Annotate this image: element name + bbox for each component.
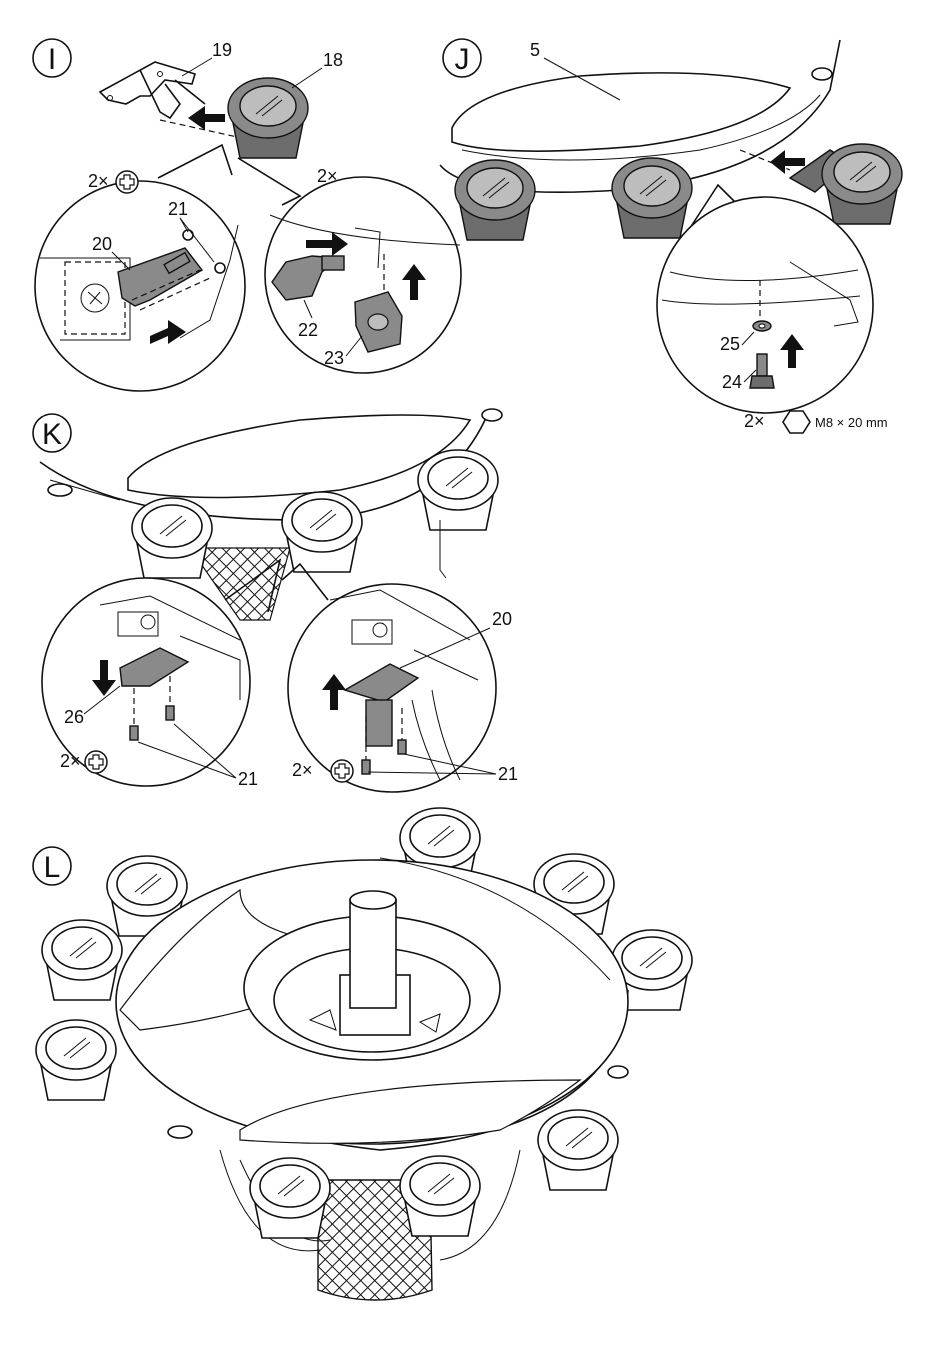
lamp-k-3 [418, 450, 498, 530]
qty-screws-k-right: 2× [292, 760, 313, 780]
lamp-housing-18 [228, 78, 308, 158]
label-22: 22 [298, 320, 318, 340]
lamp-j-2 [612, 158, 692, 238]
label-23: 23 [324, 348, 344, 368]
label-21: 21 [168, 199, 188, 219]
detail-circle-pin [35, 181, 245, 391]
step-l-panel: L [33, 808, 692, 1300]
lamp-k-1 [132, 498, 212, 578]
step-i-panel: I 19 18 [33, 39, 461, 391]
label-20: 20 [92, 234, 112, 254]
hex-bolt-icon [783, 411, 810, 433]
label-21-k-left: 21 [238, 769, 258, 789]
cross-screw-icon-k-right [331, 760, 353, 782]
detail-circle-knob [265, 177, 461, 373]
cross-screw-icon-k-left [85, 751, 107, 773]
float-assembly [116, 858, 628, 1150]
step-j-panel: J 5 2 [440, 39, 902, 433]
label-5: 5 [530, 40, 540, 60]
qty-bolts-j: 2× [744, 411, 765, 431]
qty-screws-k-left: 2× [60, 751, 81, 771]
step-k-label: K [42, 418, 62, 451]
label-24: 24 [722, 372, 742, 392]
bolt-spec: M8 × 20 mm [815, 415, 888, 430]
step-l-label: L [44, 851, 61, 884]
label-18: 18 [323, 50, 343, 70]
step-k-panel: K [33, 409, 518, 792]
qty-knobs-i: 2× [317, 166, 338, 186]
lamp-l-4 [42, 920, 122, 1000]
lamp-l-8 [250, 1158, 330, 1238]
detail-circle-cover-install [282, 564, 496, 792]
cross-screw-icon [116, 171, 138, 193]
qty-screws-i: 2× [88, 171, 109, 191]
lamp-l-7 [538, 1110, 618, 1190]
label-20-k: 20 [492, 609, 512, 629]
step-i-label: I [48, 43, 56, 76]
label-26: 26 [64, 707, 84, 727]
label-25: 25 [720, 334, 740, 354]
lamp-j-1 [455, 160, 535, 240]
label-21-k-right: 21 [498, 764, 518, 784]
step-j-label: J [455, 43, 470, 76]
lamp-k-2 [282, 492, 362, 572]
bracket-19 [100, 62, 205, 118]
lamp-l-9 [400, 1156, 480, 1236]
label-19: 19 [212, 40, 232, 60]
lamp-l-6 [36, 1020, 116, 1100]
